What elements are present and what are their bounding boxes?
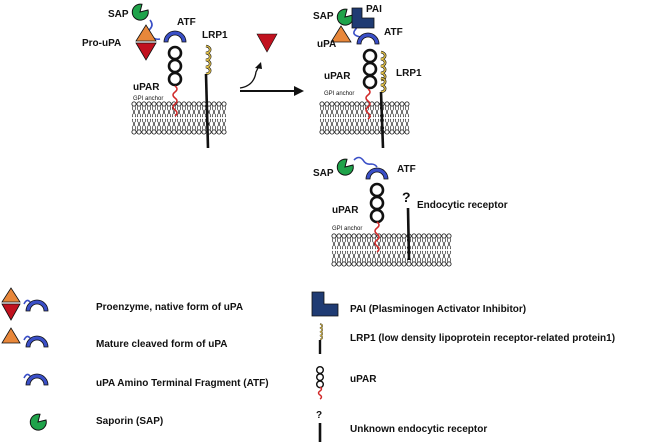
legend-atf-icon: [23, 373, 49, 386]
upar-label: uPAR: [133, 82, 160, 93]
upar-label-right: uPAR: [324, 71, 351, 82]
atf-label: ATF: [177, 17, 196, 28]
legend-upar-icon: [315, 365, 325, 400]
reaction-arrow: [239, 33, 304, 96]
pai-label: PAI: [366, 4, 382, 15]
legend-sap-text: Saporin (SAP): [96, 416, 163, 427]
endocytic-receptor-label: Endocytic receptor: [417, 200, 508, 211]
atf-shape: [163, 30, 187, 43]
right-panel: SAP PAI uPA ATF uPAR GPI anchor LRP1: [313, 4, 422, 149]
legend-proenzyme-icon: [1, 287, 49, 321]
legend-proenzyme-text: Proenzyme, native form of uPA: [96, 302, 243, 313]
bottom-panel: SAP ATF uPAR GPI anchor ? Endocytic rece…: [313, 156, 508, 267]
gpi-label: GPI anchor: [133, 96, 163, 102]
sap-shape-right: [336, 8, 354, 26]
legend-lrp1-icon: [318, 323, 323, 354]
gpi-label-right: GPI anchor: [324, 91, 354, 97]
atf-shape-bottom: [365, 167, 389, 180]
atf-shape-right: [356, 32, 380, 45]
upar-label-bottom: uPAR: [332, 205, 359, 216]
sap-shape: [131, 3, 149, 21]
membrane-bottom: [331, 233, 452, 267]
legend-mature-text: Mature cleaved form of uPA: [96, 339, 228, 350]
legend-pai-icon: [311, 291, 339, 317]
sap-shape-bottom: [336, 158, 354, 176]
upar-shape-right: [362, 48, 378, 90]
left-panel: SAP Pro-uPA ATF uPAR GPI anchor LRP1: [82, 3, 228, 149]
upa-shape: [330, 25, 352, 43]
membrane-right: [319, 101, 410, 135]
legend-sap-icon: [29, 413, 47, 431]
atf-label-bottom: ATF: [397, 164, 416, 175]
endocytic-receptor-shape: [406, 207, 411, 261]
upar-shape: [167, 45, 183, 87]
pro-upa-label: Pro-uPA: [82, 38, 121, 49]
released-pro-fragment: [256, 33, 278, 53]
sap-label-bottom: SAP: [313, 168, 334, 179]
lrp1-label-right: LRP1: [396, 68, 422, 79]
legend-mature-icon: [1, 327, 49, 348]
upar-shape-bottom: [369, 182, 385, 224]
atf-label-right: ATF: [384, 27, 403, 38]
legend-right: PAI (Plasminogen Activator Inhibitor) LR…: [311, 291, 615, 442]
lrp1-shape-right: [379, 50, 387, 82]
legend-pai-text: PAI (Plasminogen Activator Inhibitor): [350, 304, 526, 315]
legend-left: Proenzyme, native form of uPA Mature cle…: [1, 287, 269, 431]
legend-upar-text: uPAR: [350, 374, 377, 385]
membrane-left: [131, 101, 227, 135]
upa-label: uPA: [317, 39, 336, 50]
lrp1-shape: [204, 44, 212, 76]
sap-label: SAP: [108, 9, 129, 20]
pro-upa-shape: [135, 24, 157, 61]
gpi-label-bottom: GPI anchor: [332, 226, 362, 232]
legend-endocytic-text: Unknown endocytic receptor: [350, 424, 487, 435]
unknown-receptor-question: ?: [402, 189, 411, 205]
legend-question-mark: ?: [316, 410, 322, 421]
pai-shape: [351, 7, 375, 29]
legend-lrp1-text: LRP1 (low density lipoprotein receptor-r…: [350, 333, 615, 344]
lrp1-label: LRP1: [202, 30, 228, 41]
legend-atf-text: uPA Amino Terminal Fragment (ATF): [96, 378, 269, 389]
sap-label-right: SAP: [313, 11, 334, 22]
